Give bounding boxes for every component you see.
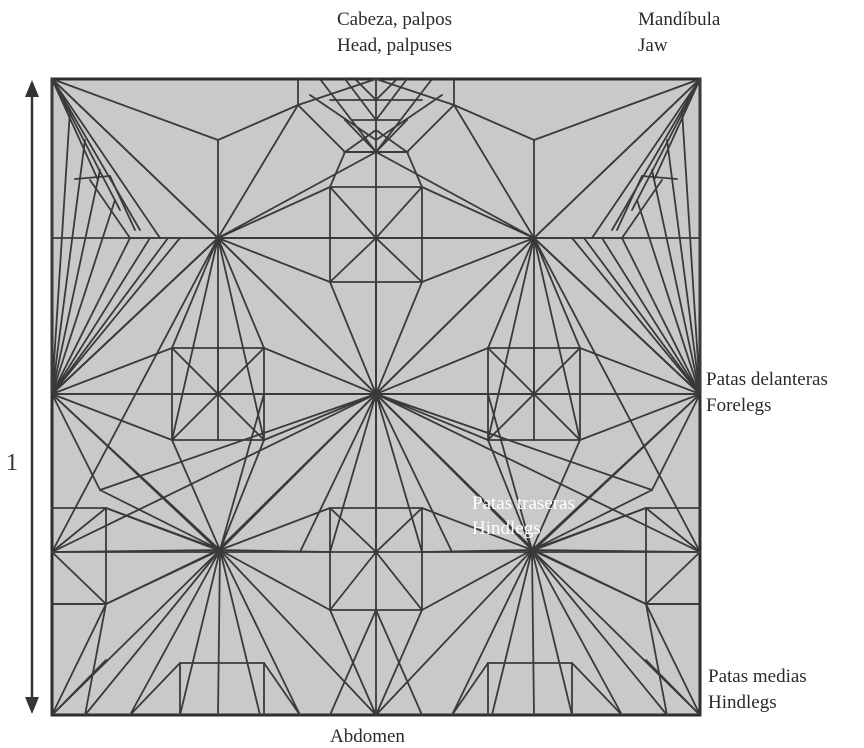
scale-arrow	[25, 80, 39, 714]
jaw-label-en: Jaw	[638, 35, 668, 56]
jaw-label-es: Mandíbula	[638, 9, 721, 30]
midleg-label-en: Hindlegs	[708, 692, 777, 713]
head-label-en: Head, palpuses	[337, 35, 452, 56]
abdomen-label: Abdomen	[330, 726, 405, 747]
hindleg-label-es: Patas traseras	[472, 493, 575, 514]
midleg-label-es: Patas medias	[708, 666, 807, 687]
hindleg-label-en: Hindlegs	[472, 518, 541, 539]
scale-label: 1	[6, 450, 18, 476]
foreleg-label-es: Patas delanteras	[706, 369, 828, 390]
foreleg-label-en: Forelegs	[706, 395, 771, 416]
head-label-es: Cabeza, palpos	[337, 9, 452, 30]
